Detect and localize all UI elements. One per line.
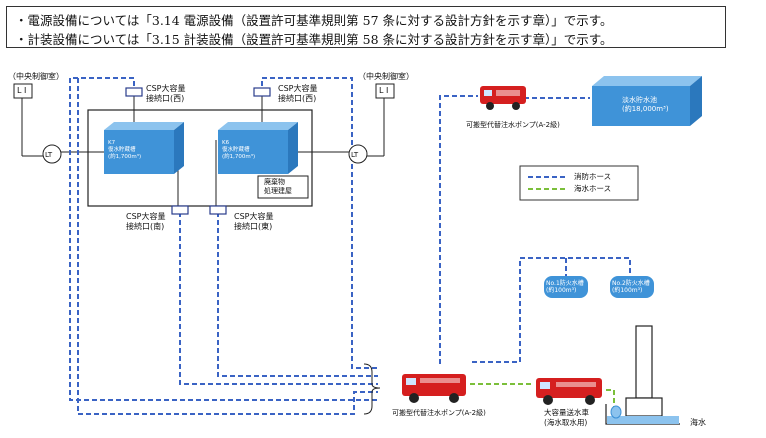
- pump-truck-bottom: [402, 374, 466, 403]
- lt-circle-left: [42, 144, 62, 164]
- csp-west-left-line1: CSP大容量: [146, 84, 186, 93]
- legend-seawater-label: 海水ホース: [574, 184, 612, 193]
- freshwater-tank-front: [592, 86, 690, 126]
- seawater-truck-name: 大容量送水車: [544, 408, 589, 417]
- freshwater-tank-top: [592, 76, 702, 86]
- tank-k6-front: [218, 130, 288, 174]
- hose-fire-tanks: [472, 257, 631, 363]
- csp-west-right-line2: 接続口(西): [278, 94, 317, 103]
- valve-west-left: [125, 87, 143, 97]
- csp-south-line1: CSP大容量: [126, 212, 166, 221]
- li-box-right: [375, 83, 395, 99]
- li-label-left: L I: [17, 86, 27, 95]
- waste-building-label: 廃棄物 処理建屋: [264, 178, 292, 196]
- freshwater-tank-side: [690, 76, 702, 126]
- hose-west-right: [261, 77, 378, 369]
- pump-bottom-label: 可搬型代替注水ポンプ(A-2級): [392, 409, 486, 417]
- fire-tank-1-label: No.1防火水槽 (約100m³): [546, 280, 584, 294]
- csp-south-line2: 接続口(南): [126, 222, 165, 231]
- csp-west-right-line1: CSP大容量: [278, 84, 318, 93]
- li-box-left: [13, 83, 33, 99]
- hose-pump-top: [439, 95, 478, 364]
- freshwater-tank-name: 淡水貯水池: [622, 96, 657, 104]
- csp-east-line2: 接続口(東): [234, 222, 273, 231]
- csp-east-line1: CSP大容量: [234, 212, 274, 221]
- li-label-right: L I: [379, 86, 389, 95]
- pump-brace: [363, 363, 381, 415]
- fire-tank-2-label: No.2防火水槽 (約100m³): [612, 280, 650, 294]
- csp-west-left-label: CSP大容量 接続口(西): [146, 84, 186, 104]
- csp-west-left-line2: 接続口(西): [146, 94, 185, 103]
- tank-k7-side: [174, 122, 184, 174]
- freshwater-tank-capacity: (約18,000m³): [622, 105, 669, 113]
- tank-k7-capacity: (約1,700m³): [108, 154, 142, 160]
- intake-structure: [605, 325, 680, 425]
- valve-south: [171, 205, 189, 215]
- fire-tank-2-body: [610, 276, 654, 298]
- note-power: ・電源設備については「3.14 電源設備（設置許可基準規則第 57 条に対する設…: [15, 13, 613, 28]
- csp-east-label: CSP大容量 接続口(東): [234, 212, 274, 232]
- tank-k7-front: [104, 130, 174, 174]
- hose-outer: [77, 78, 378, 415]
- tank-k7-name: 復水貯蔵槽: [108, 147, 136, 153]
- fire-tank-2-capacity: (約100m³): [612, 287, 643, 294]
- sea-label: 海水: [690, 418, 706, 427]
- valve-west-right: [253, 87, 271, 97]
- note-instrument: ・計装設備については「3.15 計装設備（設置許可基準規則第 58 条に対する設…: [15, 32, 613, 47]
- tank-k7-label: K7 復水貯蔵槽 (約1,700m³): [108, 140, 141, 161]
- tank-k6-id: K6: [222, 140, 230, 146]
- tank-k7-top: [104, 122, 184, 130]
- pump-top-label: 可搬型代替注水ポンプ(A-2級): [466, 121, 560, 129]
- lt-circle-right: [348, 144, 368, 164]
- fire-tank-1-name: No.1防火水槽: [546, 280, 584, 287]
- hose-south: [179, 212, 378, 385]
- tank-k6-label: K6 復水貯蔵槽 (約1,700m³): [222, 140, 255, 161]
- legend-box: [519, 165, 639, 201]
- seawater-truck-label: 大容量送水車 (海水取水用): [544, 408, 589, 428]
- freshwater-tank-label: 淡水貯水池 (約18,000m³): [622, 96, 669, 114]
- tank-k6-side: [288, 122, 298, 174]
- tank-k7-id: K7: [108, 140, 116, 146]
- csp-west-right-label: CSP大容量 接続口(西): [278, 84, 318, 104]
- tank-k6-name: 復水貯蔵槽: [222, 147, 250, 153]
- reactor-building-outline: [87, 109, 313, 207]
- legend-fire-hose-label: 消防ホース: [574, 172, 612, 181]
- control-room-label-left: （中央制御室）: [8, 72, 64, 81]
- control-room-label-right: （中央制御室）: [358, 72, 414, 81]
- waste-building-line1: 廃棄物: [264, 178, 285, 186]
- tank-k6-top: [218, 122, 298, 130]
- seawater-truck-purpose: (海水取水用): [544, 418, 588, 427]
- waste-building-box: [257, 175, 309, 199]
- fire-tank-1-body: [544, 276, 588, 298]
- tank-k6-capacity: (約1,700m³): [222, 154, 256, 160]
- lt-label-left: LT: [45, 151, 53, 159]
- waste-building-line2: 処理建屋: [264, 187, 292, 195]
- csp-south-label: CSP大容量 接続口(南): [126, 212, 166, 232]
- pump-truck-top: [480, 86, 526, 110]
- lt-label-right: LT: [351, 151, 359, 159]
- hose-west-left: [69, 77, 378, 401]
- seawater-truck: [536, 378, 602, 405]
- hose-east: [217, 212, 378, 377]
- notes-box: ・電源設備については「3.14 電源設備（設置許可基準規則第 57 条に対する設…: [6, 6, 726, 48]
- fire-tank-1-capacity: (約100m³): [546, 287, 577, 294]
- valve-east: [209, 205, 227, 215]
- fire-tank-2-name: No.2防火水槽: [612, 280, 650, 287]
